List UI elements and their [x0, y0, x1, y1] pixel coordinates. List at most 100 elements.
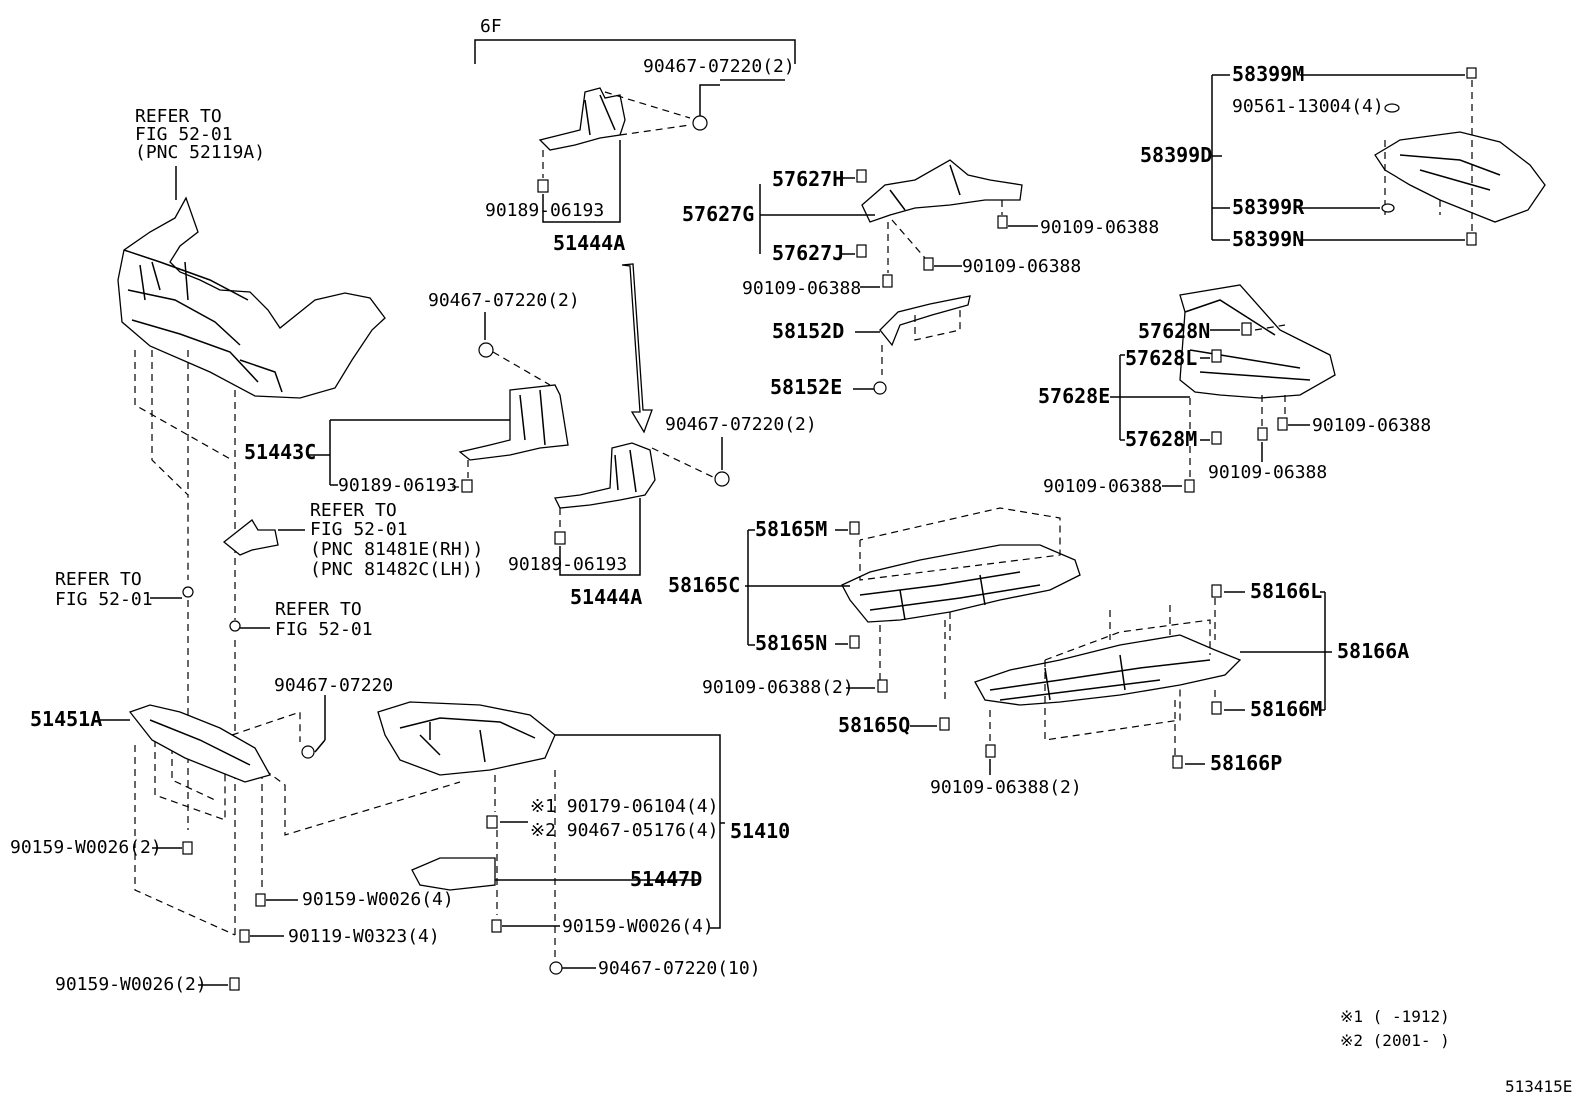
refer-note-bumper: REFER TO FIG 52-01 (PNC 52119A)	[135, 106, 265, 200]
footnotes: ※1 ( -1912) ※2 (2001- )	[1340, 1007, 1450, 1050]
bolt-icon	[239, 929, 250, 943]
bolt-icon	[491, 919, 502, 933]
clip-icon	[229, 620, 241, 632]
group-label: 6F	[480, 16, 502, 37]
cover-57627G: 57627H 57627G 57627J 90109-06388 90109-0…	[682, 159, 1159, 299]
bolt-icon	[1172, 755, 1183, 769]
part-label-58165N: 58165N	[755, 631, 827, 655]
part-label: 90109-06388	[1312, 415, 1431, 436]
refer-note-line: FIG 52-01	[275, 619, 373, 640]
figure-code: 513415E	[1505, 1077, 1572, 1096]
bolt-icon	[1184, 479, 1195, 493]
clip-icon	[1381, 203, 1395, 213]
cover-51444A-low: 90467-07220(2) 90189-06193 51444A	[508, 414, 817, 609]
part-label: 90109-06388	[742, 278, 861, 299]
bolt-icon	[1211, 584, 1222, 598]
refer-note-clip-right: REFER TO FIG 52-01	[229, 599, 373, 640]
footnote-1: ※1 ( -1912)	[1340, 1007, 1450, 1026]
cover-51443C: 90467-07220(2) 51443C 90189-06193	[244, 290, 580, 496]
part-label: 90159-W0026(2)	[10, 837, 162, 858]
cover-57628E: 57628N 57628L 57628E 57628M 90109-06388 …	[1038, 284, 1431, 497]
part-label-58166P: 58166P	[1210, 751, 1282, 775]
bolt-icon	[1257, 427, 1268, 441]
part-label: 90159-W0026(4)	[302, 889, 454, 910]
part-label-58399N: 58399N	[1232, 227, 1304, 251]
part-label-58165Q: 58165Q	[838, 713, 910, 737]
part-label-58165C: 58165C	[668, 573, 740, 597]
nut-icon	[478, 342, 494, 358]
part-label: 90189-06193	[485, 200, 604, 221]
refer-note-line: REFER TO	[135, 106, 222, 127]
part-label: 90109-06388	[962, 256, 1081, 277]
clip-icon	[873, 381, 887, 395]
refer-note-line: FIG 52-01	[310, 519, 408, 540]
front-bumper-cover	[117, 196, 386, 399]
bolt-icon	[1211, 701, 1222, 715]
bolt-icon	[1466, 67, 1477, 79]
refer-note-line: (PNC 81482C(LH))	[310, 559, 483, 580]
bolt-icon	[255, 893, 266, 907]
part-label: 90467-07220	[274, 675, 393, 696]
bolt-icon	[997, 215, 1008, 229]
refer-note-line: (PNC 81481E(RH))	[310, 539, 483, 560]
part-label-57627H: 57627H	[772, 167, 844, 191]
assembly-arrow	[621, 263, 653, 434]
bolt-icon	[461, 479, 473, 493]
part-label-51444A: 51444A	[553, 231, 625, 255]
left-bottom-fasteners: 90159-W0026(2) 90159-W0026(4) 90119-W032…	[10, 837, 454, 995]
cover-58165C: 58165M 58165C 58165N 90109-06388(2) 5816…	[668, 507, 1081, 737]
part-label-57627J: 57627J	[772, 241, 844, 265]
refer-note-line: REFER TO	[310, 500, 397, 521]
refer-note-line: FIG 52-01	[135, 124, 233, 145]
cover-58152D: 58152D 58152E	[770, 295, 971, 399]
fastener-90467-07220: 90467-07220	[274, 675, 393, 759]
cover-58166A: 58166L 58166A 58166M 58166P 90109-06388(…	[930, 579, 1409, 798]
part-label: 90467-07220(2)	[643, 56, 795, 77]
washer-icon	[1384, 103, 1400, 113]
part-label-57628N: 57628N	[1138, 319, 1210, 343]
refer-note-line: (PNC 52119A)	[135, 142, 265, 163]
part-label-58166M: 58166M	[1250, 697, 1322, 721]
part-label: ※1 90179-06104(4)	[530, 796, 718, 817]
bolt-icon	[537, 179, 549, 193]
cover-51444A-top: 90467-07220(2) 90189-06193 51444A	[485, 56, 795, 255]
refer-note-bracket: REFER TO FIG 52-01 (PNC 81481E(RH)) (PNC…	[310, 500, 483, 580]
part-label-58165M: 58165M	[755, 517, 827, 541]
clip-icon	[301, 745, 315, 759]
part-label-57628L: 57628L	[1125, 346, 1197, 370]
bolt-icon	[849, 635, 860, 649]
bumper-bracket	[222, 519, 305, 556]
bolt-icon	[1277, 417, 1288, 431]
part-label-51410: 51410	[730, 819, 790, 843]
part-label-57628E: 57628E	[1038, 384, 1110, 408]
lower-cover-51451A: 51451A	[30, 704, 271, 783]
bolt-icon	[182, 841, 193, 855]
refer-note-clip-left: REFER TO FIG 52-01	[55, 569, 194, 610]
bolt-icon	[554, 531, 566, 545]
nut-icon	[692, 115, 708, 131]
part-label-58152E: 58152E	[770, 375, 842, 399]
bolt-icon	[882, 274, 893, 288]
part-label: 90467-07220(10)	[598, 958, 761, 979]
group-bracket-6f: 6F	[474, 16, 796, 64]
bolt-icon	[923, 257, 934, 271]
part-label: 90189-06193	[338, 475, 457, 496]
part-label: 90159-W0026(4)	[562, 916, 714, 937]
bolt-icon	[939, 717, 950, 731]
part-label-51451A: 51451A	[30, 707, 102, 731]
refer-note-line: FIG 52-01	[55, 589, 153, 610]
part-label-51443C: 51443C	[244, 440, 316, 464]
part-label-58399R: 58399R	[1232, 195, 1305, 219]
bolt-icon	[1211, 431, 1222, 445]
part-label: 90189-06193	[508, 554, 627, 575]
part-label-58166L: 58166L	[1250, 579, 1322, 603]
engine-under-cover-51410: 51410 ※1 90179-06104(4) ※2 90467-05176(4…	[377, 701, 790, 979]
bolt-icon	[1466, 232, 1477, 246]
clip-icon	[549, 961, 563, 975]
refer-note-line: REFER TO	[275, 599, 362, 620]
bolt-icon	[1211, 349, 1222, 363]
left-assembly-leaders	[134, 350, 461, 940]
part-label-57627G: 57627G	[682, 202, 754, 226]
bolt-icon	[229, 977, 240, 991]
